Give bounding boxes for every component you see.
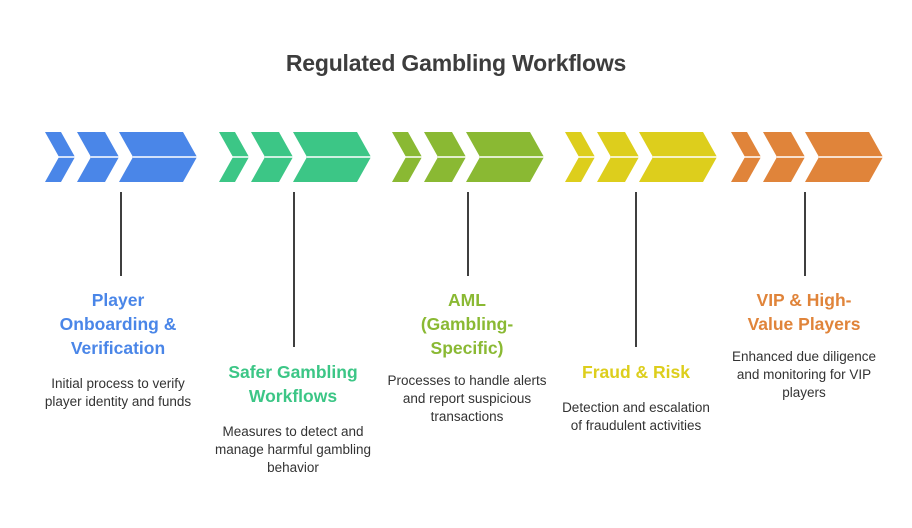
stage-description: Detection and escalation of fraudulent a…: [562, 400, 710, 433]
stage-description: Enhanced due diligence and monitoring fo…: [731, 349, 877, 400]
stage-description: Measures to detect and manage harmful ga…: [214, 424, 372, 475]
stage-description: Processes to handle alerts and report su…: [387, 373, 547, 424]
chevron-arrows-icon: [45, 132, 197, 182]
stage-title: VIP & High-Value Players: [747, 290, 861, 334]
stage-connector: [293, 192, 295, 347]
stage-connector: [635, 192, 637, 347]
chevron-arrows-icon: [392, 132, 544, 182]
stage-title: Safer Gambling Workflows: [228, 362, 358, 406]
chevron-arrows-icon: [565, 132, 717, 182]
page-title: Regulated Gambling Workflows: [285, 50, 627, 76]
stage-connector: [120, 192, 122, 276]
stage-description: Initial process to verify player identit…: [44, 376, 192, 409]
stage-title: AML (Gambling-Specific): [420, 290, 514, 358]
stage-title: Fraud & Risk: [582, 362, 690, 382]
stage-connector: [804, 192, 806, 276]
stage-connector: [467, 192, 469, 276]
chevron-arrows-icon: [731, 132, 883, 182]
chevron-arrows-icon: [219, 132, 371, 182]
stage-title: Player Onboarding & Verification: [59, 290, 177, 358]
